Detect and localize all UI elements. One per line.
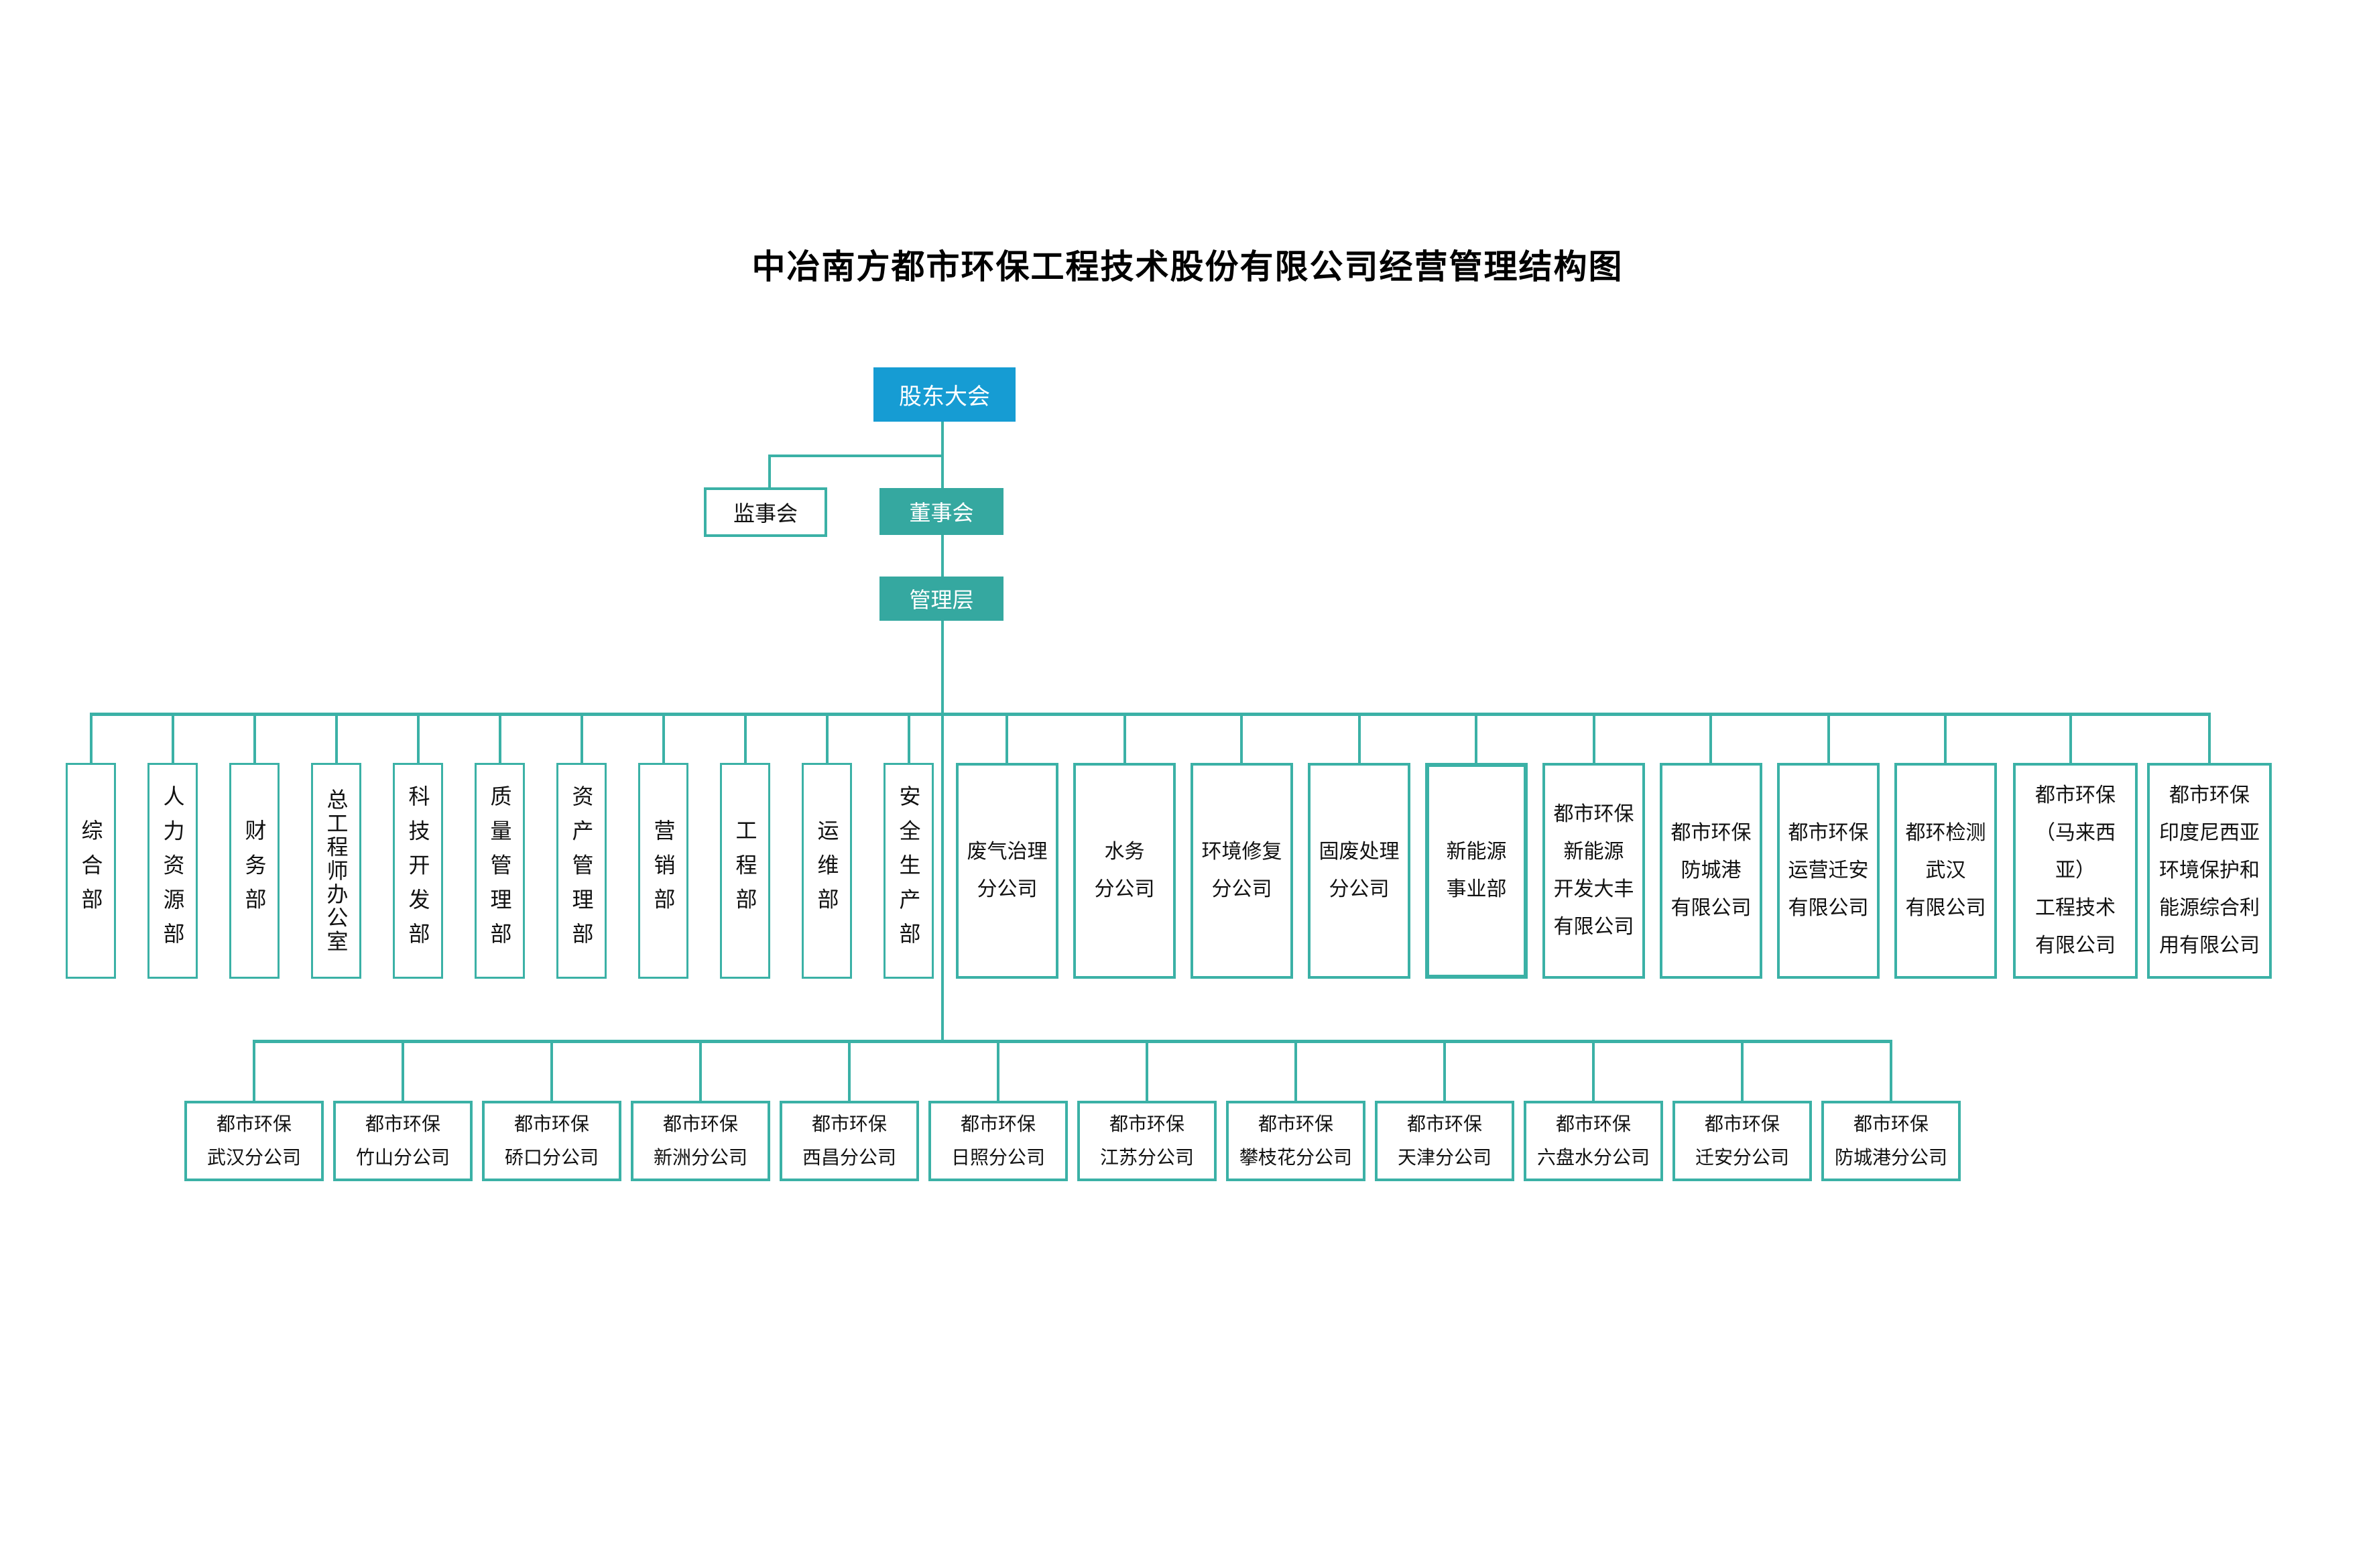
connector-drop (1006, 713, 1008, 766)
branch-box-9: 都市环保 天津分公司 (1375, 1101, 1514, 1181)
connector-drop (826, 713, 829, 766)
connector-drop (1123, 713, 1126, 766)
connector-drop (1358, 713, 1361, 766)
branch-box-1: 都市环保 武汉分公司 (184, 1101, 324, 1181)
connector-drop (417, 713, 420, 766)
connector-level1-rail (90, 713, 2209, 716)
subsidiary-box-7: 都市环保 防城港 有限公司 (1660, 763, 1762, 979)
connector-drop (908, 713, 910, 766)
connector-drop (253, 713, 256, 766)
connector-drop (1890, 1040, 1892, 1103)
connector-drop (1709, 713, 1712, 766)
subsidiary-box-10: 都市环保 （马来西亚） 工程技术 有限公司 (2013, 763, 2138, 979)
subsidiary-box-9: 都环检测 武汉 有限公司 (1894, 763, 1997, 979)
node-shareholders-meeting: 股东大会 (873, 367, 1016, 422)
subsidiary-box-8: 都市环保 运营迁安 有限公司 (1777, 763, 1880, 979)
connector-drop (1592, 1040, 1595, 1103)
connector-drop (253, 1040, 255, 1103)
node-board-of-directors: 董事会 (879, 488, 1003, 535)
connector-supervisory-branch-h (768, 455, 944, 457)
dept-box-8: 营销部 (638, 763, 688, 979)
connector-drop (172, 713, 174, 766)
subsidiary-box-5: 新能源 事业部 (1425, 763, 1528, 979)
dept-box-5: 科技开发部 (393, 763, 443, 979)
dept-label: 质量管理部 (487, 785, 512, 957)
connector-drop (1294, 1040, 1297, 1103)
branch-box-5: 都市环保 西昌分公司 (780, 1101, 919, 1181)
connector-drop (744, 713, 747, 766)
connector-drop (2208, 713, 2211, 766)
subsidiary-box-6: 都市环保 新能源 开发大丰 有限公司 (1542, 763, 1645, 979)
dept-box-3: 财务部 (229, 763, 280, 979)
connector-drop (1475, 713, 1477, 766)
dept-box-6: 质量管理部 (475, 763, 525, 979)
connector-drop (2069, 713, 2072, 766)
chart-title: 中冶南方都市环保工程技术股份有限公司经营管理结构图 (751, 248, 1624, 286)
connector-drop (90, 713, 93, 766)
connector-drop (402, 1040, 404, 1103)
dept-label: 工程部 (733, 819, 757, 922)
connector-trunk (941, 621, 944, 1043)
connector-drop (1827, 713, 1830, 766)
branch-box-2: 都市环保 竹山分公司 (333, 1101, 473, 1181)
connector-drop (1443, 1040, 1446, 1103)
connector-level2-rail (254, 1040, 1892, 1043)
connector-drop (662, 713, 665, 766)
connector-drop (499, 713, 501, 766)
dept-box-11: 安全生产部 (884, 763, 934, 979)
connector-drop (1593, 713, 1595, 766)
subsidiary-box-2: 水务 分公司 (1073, 763, 1176, 979)
branch-box-8: 都市环保 攀枝花分公司 (1226, 1101, 1365, 1181)
dept-label: 综合部 (78, 819, 103, 922)
connector-drop (335, 713, 338, 766)
connector-drop (581, 713, 583, 766)
subsidiary-box-1: 废气治理 分公司 (956, 763, 1058, 979)
connector-supervisory-branch-v (768, 455, 771, 487)
connector-drop (1944, 713, 1947, 766)
dept-label: 人力资源部 (160, 785, 185, 957)
dept-box-2: 人力资源部 (147, 763, 198, 979)
branch-box-4: 都市环保 新洲分公司 (631, 1101, 770, 1181)
dept-box-4: 总工程师办公室 (311, 763, 361, 979)
dept-label: 营销部 (651, 819, 676, 922)
node-supervisory-board: 监事会 (704, 487, 827, 537)
dept-label: 资产管理部 (569, 785, 594, 957)
dept-label: 安全生产部 (896, 785, 921, 957)
dept-box-10: 运维部 (802, 763, 852, 979)
dept-box-9: 工程部 (720, 763, 770, 979)
dept-label: 总工程师办公室 (324, 788, 349, 954)
connector-drop (1240, 713, 1243, 766)
branch-box-10: 都市环保 六盘水分公司 (1524, 1101, 1663, 1181)
branch-box-11: 都市环保 迁安分公司 (1672, 1101, 1812, 1181)
connector-drop (997, 1040, 999, 1103)
dept-box-7: 资产管理部 (556, 763, 607, 979)
connector-board-to-management (941, 535, 944, 577)
connector-drop (550, 1040, 553, 1103)
branch-box-3: 都市环保 硚口分公司 (482, 1101, 621, 1181)
dept-box-1: 综合部 (66, 763, 116, 979)
subsidiary-box-3: 环境修复 分公司 (1191, 763, 1293, 979)
branch-box-6: 都市环保 日照分公司 (928, 1101, 1068, 1181)
connector-drop (1741, 1040, 1744, 1103)
branch-box-7: 都市环保 江苏分公司 (1077, 1101, 1217, 1181)
subsidiary-box-11: 都市环保 印度尼西亚 环境保护和 能源综合利 用有限公司 (2147, 763, 2272, 979)
dept-label: 财务部 (242, 819, 267, 922)
connector-drop (848, 1040, 851, 1103)
dept-label: 运维部 (814, 819, 839, 922)
node-management: 管理层 (879, 577, 1003, 621)
connector-drop (1146, 1040, 1148, 1103)
subsidiary-box-4: 固废处理 分公司 (1308, 763, 1410, 979)
connector-drop (699, 1040, 702, 1103)
branch-box-12: 都市环保 防城港分公司 (1821, 1101, 1961, 1181)
dept-label: 科技开发部 (406, 785, 430, 957)
